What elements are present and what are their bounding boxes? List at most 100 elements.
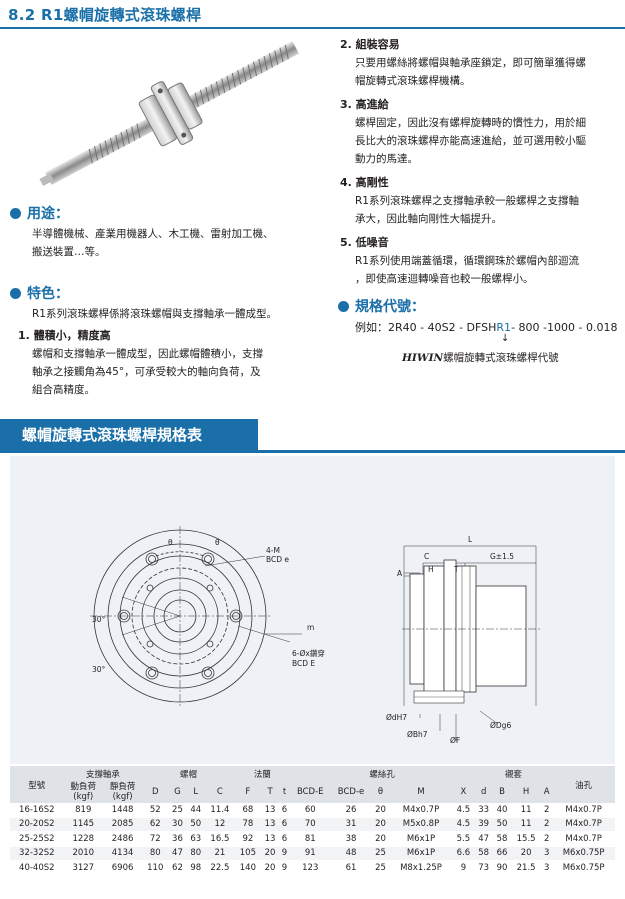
feature-3-line: 動力的馬達。 bbox=[355, 153, 418, 165]
table-cell: 70 bbox=[289, 817, 331, 832]
m4-label: 4-M bbox=[266, 546, 280, 555]
table-cell: M5x0.8P bbox=[389, 817, 453, 832]
bullet-icon bbox=[338, 300, 349, 312]
table-cell: 3 bbox=[541, 860, 553, 876]
features-intro: R1系列滾珠螺桿係將滾珠螺帽與支撐軸承一體成型。 bbox=[32, 308, 277, 320]
Bh7-label: ØBh7 bbox=[407, 730, 428, 739]
feature-1-title: 1. 體積小，精度高 bbox=[18, 329, 111, 342]
table-cell: 81 bbox=[289, 831, 331, 847]
table-cell: 2010 bbox=[63, 846, 103, 861]
table-cell: 25 bbox=[371, 860, 390, 876]
sub-header: D bbox=[142, 781, 169, 803]
table-cell: 4.5 bbox=[452, 803, 475, 818]
sub-header: A bbox=[541, 781, 553, 803]
table-cell: 73 bbox=[474, 860, 493, 876]
Dg6-label: ØDg6 bbox=[490, 721, 511, 730]
feature-4-line: R1系列滾珠螺桿之支撐軸承較一般螺桿之支撐軸 bbox=[355, 195, 579, 207]
feature-1-line: 軸承之接觸角為45°，可承受較大的軸向負荷，及 bbox=[32, 366, 261, 378]
table-cell: 4.5 bbox=[452, 817, 475, 832]
sub-header: G bbox=[168, 781, 187, 803]
spec-code-caption: HIWIN螺帽旋轉式滾珠螺桿代號 bbox=[402, 352, 559, 364]
table-cell: 21.5 bbox=[511, 860, 542, 876]
table-cell: 40 bbox=[492, 803, 512, 818]
table-cell: 20 bbox=[260, 846, 280, 861]
table-cell: 2 bbox=[541, 831, 553, 847]
F-label: ØF bbox=[450, 736, 460, 745]
table-cell: 6 bbox=[279, 817, 290, 832]
col-screw-holes: 螺絲孔 bbox=[289, 766, 475, 781]
table-cell: 22.5 bbox=[204, 860, 235, 876]
table-cell: 91 bbox=[289, 846, 331, 861]
table-cell: 68 bbox=[234, 803, 261, 818]
spec-code-highlight: R1 bbox=[496, 321, 512, 334]
sub-header: L bbox=[186, 781, 205, 803]
feature-5-line: R1系列使用端蓋循環，循環鋼珠於螺帽內部迴流 bbox=[355, 255, 579, 267]
table-cell: 44 bbox=[186, 803, 205, 818]
table-cell: 6906 bbox=[102, 860, 143, 876]
T-label: T bbox=[453, 565, 459, 574]
m-label: m bbox=[307, 623, 314, 632]
dH7-label: ØdH7 bbox=[386, 713, 407, 722]
table-cell: 15.5 bbox=[511, 831, 542, 847]
table-cell: 1228 bbox=[63, 831, 103, 847]
table-cell: 20 bbox=[511, 846, 542, 861]
sub-header: d bbox=[474, 781, 493, 803]
table-cell: 11 bbox=[511, 803, 542, 818]
col-support-bearing: 支撐軸承 bbox=[63, 766, 143, 781]
feature-2-line: 只要用螺絲將螺帽與軸承座鎖定，即可簡單獲得螺 bbox=[355, 57, 586, 69]
usage-line: 半導體機械、產業用機器人、木工機、雷射加工機、 bbox=[32, 228, 274, 240]
table-cell: 2 bbox=[541, 817, 553, 832]
feature-1-line: 螺帽和支撐軸承一體成型，因此螺帽體積小，支撐 bbox=[32, 348, 263, 360]
feature-4-line: 承大，因此軸向剛性大幅提升。 bbox=[355, 213, 502, 225]
table-cell: 3127 bbox=[63, 860, 103, 876]
G-label: G±1.5 bbox=[490, 552, 514, 561]
feature-4-title: 4. 高剛性 bbox=[340, 176, 389, 189]
table-cell: 62 bbox=[168, 860, 187, 876]
theta-label: θ bbox=[168, 538, 173, 547]
spec-code-heading: 規格代號： bbox=[338, 296, 425, 316]
table-cell: 2 bbox=[541, 803, 553, 818]
L-label: L bbox=[468, 535, 473, 544]
usage-heading: 用途： bbox=[10, 203, 69, 223]
table-cell: 80 bbox=[142, 846, 169, 861]
table-cell: 110 bbox=[142, 860, 169, 876]
table-cell: 47 bbox=[168, 846, 187, 861]
table-cell: 9 bbox=[452, 860, 475, 876]
table-cell: 5.5 bbox=[452, 831, 475, 847]
features-heading: 特色： bbox=[10, 283, 69, 303]
sub-header: θ bbox=[371, 781, 390, 803]
table-cell: M6x1P bbox=[389, 846, 453, 861]
table-cell: 50 bbox=[186, 817, 205, 832]
sub-header: T bbox=[260, 781, 280, 803]
table-cell: 16.5 bbox=[204, 831, 235, 847]
col-flange: 法蘭 bbox=[234, 766, 290, 781]
table-cell: 25-25S2 bbox=[10, 831, 64, 847]
col-oil-hole: 油孔 bbox=[552, 766, 615, 803]
sub-header: M bbox=[389, 781, 453, 803]
table-cell: 33 bbox=[474, 803, 493, 818]
table-cell: 38 bbox=[330, 831, 372, 847]
feature-5-line: ，即使高速迴轉噪音也較一般螺桿小。 bbox=[355, 273, 534, 285]
table-cell: 61 bbox=[330, 860, 372, 876]
sub-header: F bbox=[234, 781, 261, 803]
theta-label: θ bbox=[215, 538, 220, 547]
table-cell: 50 bbox=[492, 817, 512, 832]
table-cell: 58 bbox=[474, 846, 493, 861]
bullet-icon bbox=[10, 287, 21, 299]
table-cell: 20 bbox=[371, 803, 390, 818]
technical-drawing: θ θ 4-M BCD e m 6-Øx鑽穿 BCD E 30° 30° bbox=[90, 526, 540, 745]
table-cell: M6x0.75P bbox=[552, 846, 615, 861]
angle-label: 30° bbox=[92, 615, 106, 624]
bcd-e-small-label: BCD e bbox=[266, 555, 289, 564]
table-cell: M4x0.7P bbox=[389, 803, 453, 818]
table-cell: M8x1.25P bbox=[389, 860, 453, 876]
table-cell: 80 bbox=[186, 846, 205, 861]
table-cell: 9 bbox=[279, 860, 290, 876]
table-cell: 32-32S2 bbox=[10, 846, 64, 861]
table-cell: 819 bbox=[63, 803, 103, 818]
table-cell: 11 bbox=[511, 817, 542, 832]
table-cell: 62 bbox=[142, 817, 169, 832]
